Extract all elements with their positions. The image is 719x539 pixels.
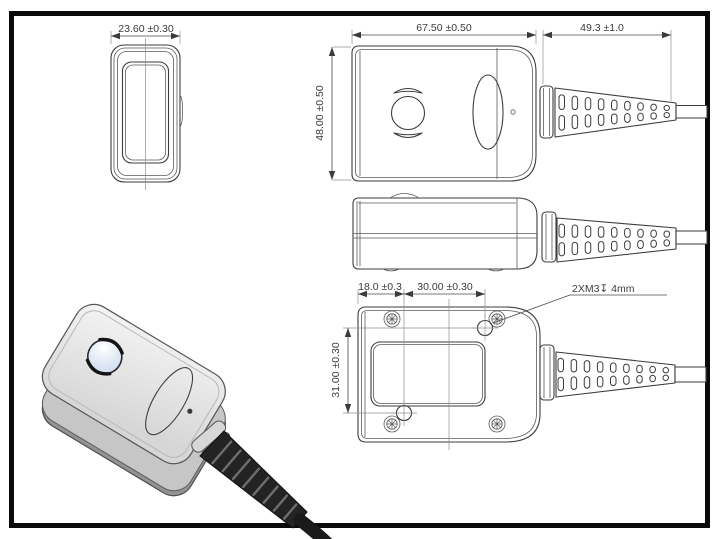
side-strain-relief [541, 211, 708, 263]
dim-body-length: 67.50 ±0.50 [416, 22, 472, 34]
iso-cable [293, 513, 333, 539]
scan-window-oval-3d [145, 367, 194, 436]
side-view [352, 193, 708, 272]
speaker-arc-upper [393, 87, 423, 94]
dim-hole-spacing-horizontal-group: 30.00 ±0.30 [404, 281, 486, 318]
top-view: 67.50 ±0.50 49.3 ±1.0 48.00 ±0.50 [314, 22, 708, 182]
led-dot-3d [187, 408, 193, 414]
led-dot-topview [510, 109, 516, 115]
bottom-view: 18.0 ±0.3 30.00 ±0.30 31.00 ±0.30 2XM3↧ … [330, 281, 707, 450]
dim-front-width-group: 23.60 ±0.30 [110, 23, 181, 44]
front-side-bump [179, 94, 184, 128]
top-strain-relief [539, 85, 708, 139]
label-recess [370, 341, 486, 407]
dim-hole-edge-offset-group: 18.0 ±0.3 [357, 281, 405, 402]
bottom-boot-slots [557, 357, 669, 392]
top-cable [675, 104, 708, 119]
mounting-hole-callout-group: 2XM3↧ 4mm [492, 283, 667, 324]
mounting-hole-callout: 2XM3↧ 4mm [572, 283, 635, 295]
scan-window-oval [472, 74, 504, 150]
front-view: 23.60 ±0.30 [110, 23, 184, 190]
bottom-strain-relief [539, 344, 707, 401]
trigger-button-topview [390, 95, 426, 131]
dim-front-width: 23.60 ±0.30 [118, 23, 174, 35]
speaker-arc-upper-3d [98, 337, 124, 355]
top-boot-slots [558, 94, 670, 131]
dim-hole-spacing-vertical-group: 31.00 ±0.30 [330, 327, 478, 414]
speaker-arc-lower [393, 132, 423, 139]
iso-strain-relief-boot [199, 430, 308, 529]
dim-body-length-group: 67.50 ±0.50 [351, 22, 537, 44]
dim-hole-spacing-vertical: 31.00 ±0.30 [330, 342, 342, 398]
sheet-border-frame [9, 11, 710, 528]
side-boot-slots [558, 223, 670, 257]
side-top-bump [389, 193, 420, 199]
dim-body-width: 48.00 ±0.50 [314, 85, 326, 141]
iso-boot-ribs [211, 440, 298, 520]
dim-hole-edge-offset: 18.0 ±0.3 [358, 281, 402, 293]
iso-render [41, 303, 333, 539]
dim-hole-spacing-horizontal: 30.00 ±0.30 [417, 281, 473, 293]
side-foot-right [487, 268, 505, 272]
dim-boot-length-group: 49.3 ±1.0 [542, 22, 672, 101]
bottom-cable [674, 366, 707, 383]
side-foot-left [382, 268, 400, 272]
dim-body-width-group: 48.00 ±0.50 [314, 46, 351, 181]
iso-top-face [41, 303, 226, 465]
side-cable [675, 230, 708, 245]
speaker-arc-lower-3d [85, 358, 112, 376]
dim-boot-length: 49.3 ±1.0 [580, 22, 624, 34]
